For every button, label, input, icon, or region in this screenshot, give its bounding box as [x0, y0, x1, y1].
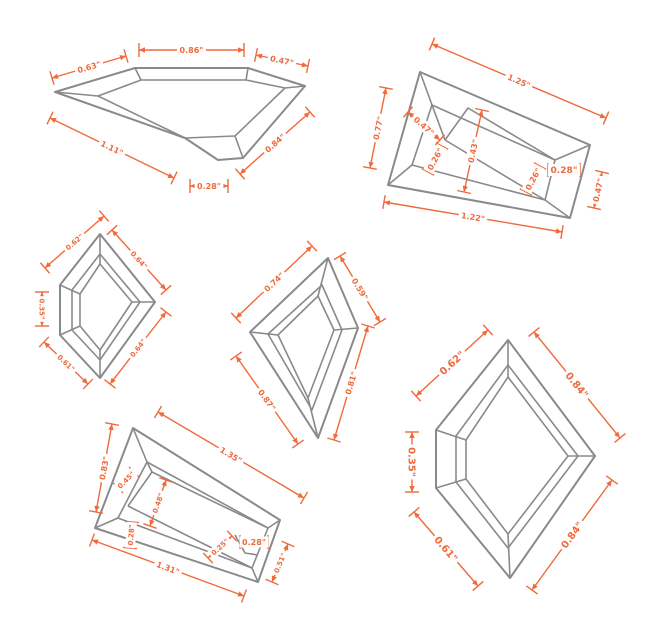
dimension-trapezoid-top-2: 0.47": [402, 106, 446, 146]
dimension-trapezoid-bottom-4: 0.28": [122, 520, 140, 550]
dimension-trapezoid-top-1: 0.77": [362, 85, 394, 171]
kite-small-gem-outline: [59, 233, 156, 379]
dimension-kite-small-2: 0.35": [35, 291, 49, 327]
dimension-trapezoid-top-0: 1.25": [428, 37, 610, 125]
dimension-shield-5: 0.84": [234, 106, 316, 180]
kite-large-gem-outline: [435, 339, 596, 579]
dimension-trapezoid-bottom-1: 0.83": [88, 422, 120, 514]
dimension-kite-large-2: 0.35": [405, 431, 419, 493]
dimension-label: 0.28": [242, 538, 266, 547]
dimension-label: 0.63": [76, 60, 101, 75]
dimension-trapezoid-top-8: 1.22": [382, 194, 564, 240]
dimension-label: 0.28": [197, 182, 221, 191]
dimension-trapezoid-bottom-8: 1.31": [88, 533, 248, 603]
dimension-trapezoid-bottom-6: 0.28": [239, 535, 269, 549]
dimension-kite-small-0: 0.62": [39, 210, 110, 274]
dimension-trapezoid-top-7: 0.47": [587, 169, 609, 211]
dimension-label: 0.81": [344, 370, 359, 395]
shield-gem-outline: [54, 67, 306, 161]
dimension-kite-large-1: 0.84": [528, 327, 626, 443]
dimension-trapezoid-top-4: 0.26": [421, 142, 449, 176]
dimension-label: 0.35": [406, 447, 417, 477]
dimension-kite-small-4: 0.64": [104, 307, 172, 389]
dimension-trapezoid-bottom-3: 0.48": [143, 477, 173, 529]
dimension-label: 1.22": [460, 211, 485, 224]
dimension-kite-middle-3: 0.81": [327, 323, 375, 443]
dimension-trapezoid-top-5: 0.26": [519, 162, 547, 196]
dimension-label: 0.83": [98, 456, 111, 481]
dimension-label: 0.28": [127, 524, 137, 545]
kite-middle-gem-outline: [249, 257, 359, 439]
dimension-label: 0.86": [180, 46, 204, 55]
dimension-trapezoid-top-3: 0.43": [457, 107, 489, 195]
dimension-trapezoid-top-6: 0.28": [547, 163, 581, 177]
dimension-shield-2: 0.47": [253, 48, 311, 73]
dimension-lines: 0.63" 0.86" 0.47" 1.11" 0.28" 0.84" 1.25" 0.77"…: [35, 37, 626, 603]
dimension-kite-large-3: 0.61": [408, 506, 484, 592]
dimension-label: 0.48": [151, 492, 165, 514]
dimension-shield-4: 0.28": [189, 179, 229, 193]
dimension-shield-0: 0.63": [49, 49, 129, 85]
dimension-kite-large-0: 0.62": [410, 324, 494, 402]
dimension-label: 0.35": [38, 299, 46, 320]
trapezoid-top-gem-outline: [387, 71, 591, 219]
dimension-shield-1: 0.86": [138, 43, 245, 57]
dimension-label: 0.28": [551, 166, 578, 176]
dimension-shield-3: 1.11": [46, 111, 178, 185]
trapezoid-bottom-gem-outline: [94, 427, 281, 583]
